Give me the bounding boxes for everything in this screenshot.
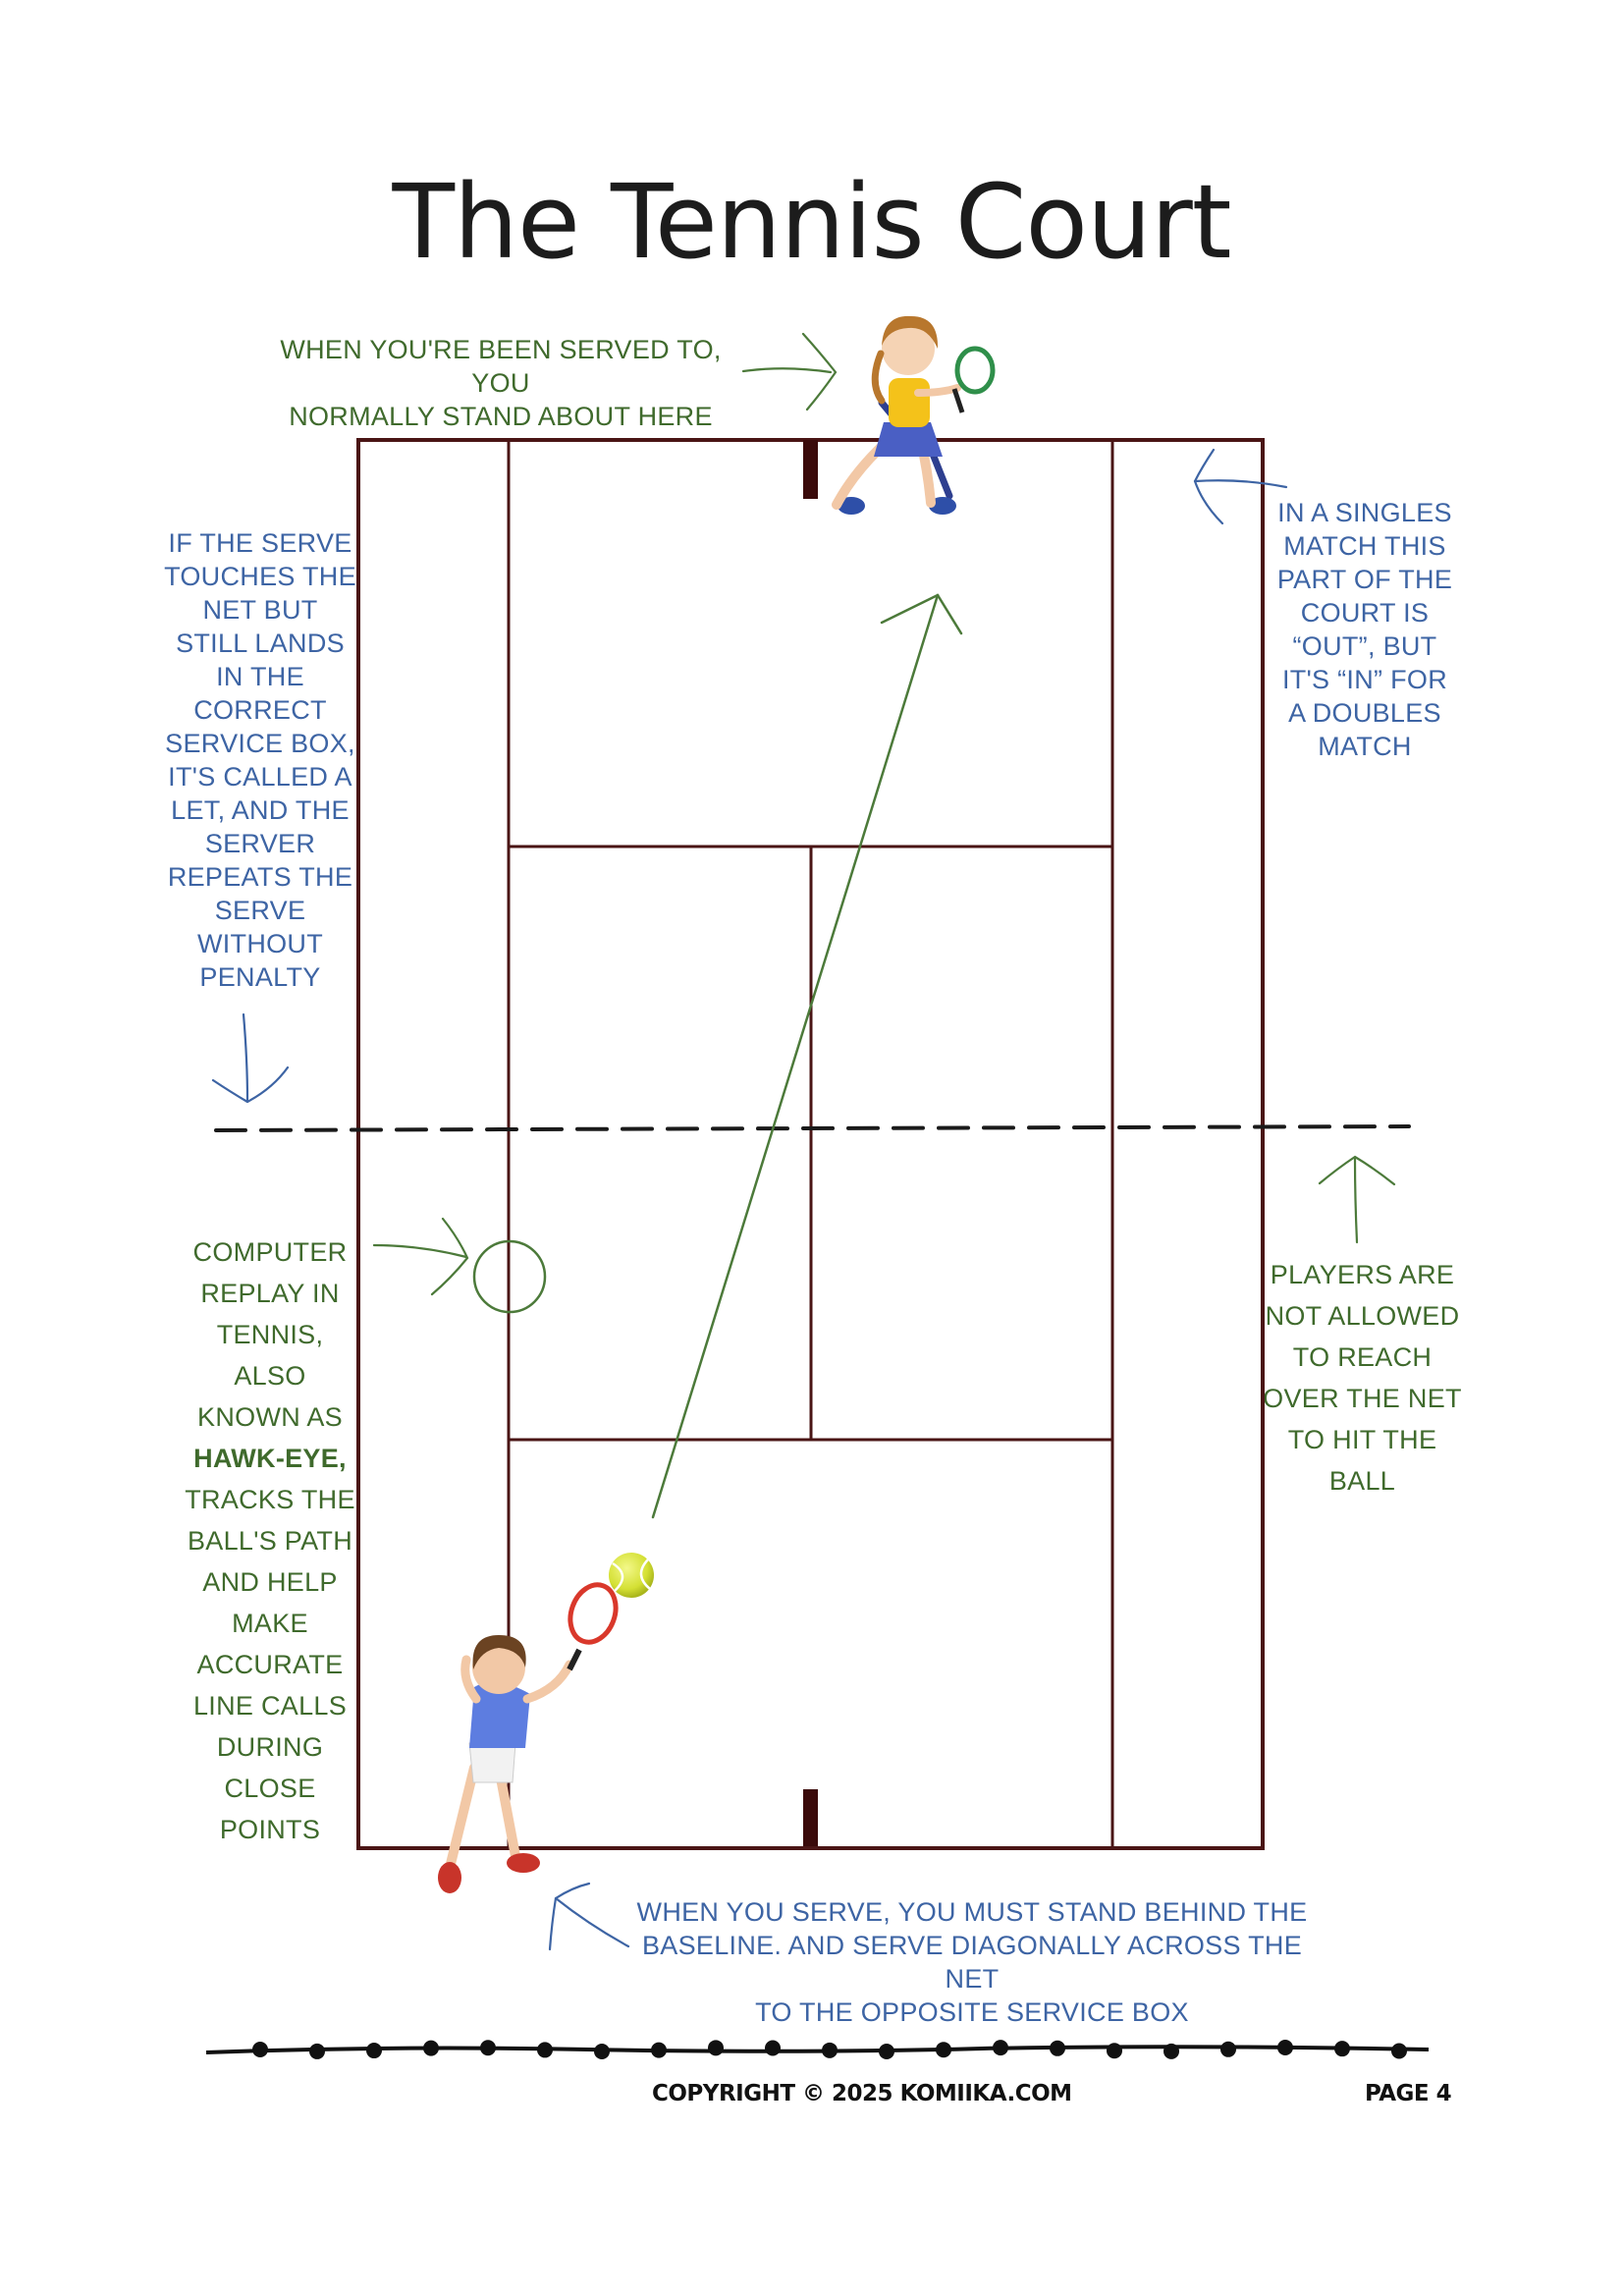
footer-dot — [822, 2042, 838, 2058]
note-line: CLOSE — [224, 1774, 316, 1803]
note-line: TO HIT THE — [1287, 1425, 1437, 1454]
note-line: BALL — [1328, 1466, 1396, 1496]
footer-dot — [1050, 2040, 1065, 2056]
boy-player-icon — [438, 1582, 619, 1893]
note-line: CORRECT — [193, 695, 327, 725]
center-mark-top — [803, 440, 818, 499]
footer-dot — [1334, 2041, 1350, 2057]
note-line: PART OF THE — [1276, 565, 1453, 594]
note-line: PLAYERS ARE — [1270, 1260, 1455, 1289]
note-line: SERVICE BOX, — [165, 729, 355, 758]
note-line: IT'S CALLED A — [168, 762, 352, 792]
arrow-to-net-let-icon — [211, 1012, 290, 1104]
note-line: NOT ALLOWED — [1265, 1301, 1460, 1331]
arrow-to-receiver-icon — [741, 332, 838, 411]
footer-dot — [594, 2043, 610, 2059]
note-line: IF THE SERVE — [168, 528, 352, 558]
note-line: TENNIS, — [216, 1320, 324, 1349]
note-doubles-alley: IN A SINGLES MATCH THIS PART OF THE COURT I… — [1262, 496, 1468, 763]
note-receive-position: WHEN YOU'RE BEEN SERVED TO, YOU NORMALLY… — [280, 335, 722, 431]
note-line: STILL LANDS — [176, 629, 345, 658]
note-line: “OUT”, BUT — [1292, 631, 1437, 661]
footer-dot — [1220, 2041, 1236, 2057]
hawk-eye-highlight: HAWK-EYE, — [193, 1444, 347, 1473]
tennis-court — [356, 438, 1265, 1850]
footer-dot — [936, 2042, 951, 2058]
footer-dot — [480, 2040, 496, 2056]
note-let-serve: IF THE SERVE TOUCHES THE NET BUT STILL LAND… — [157, 526, 363, 994]
tennis-ball-icon — [609, 1553, 654, 1598]
note-line: IT'S “IN” FOR — [1281, 665, 1448, 694]
note-line: LINE CALLS — [192, 1691, 348, 1721]
page-number: PAGE 4 — [1365, 2081, 1452, 2106]
note-line: A DOUBLES — [1288, 698, 1441, 728]
note-line: IN A SINGLES — [1277, 498, 1452, 527]
note-hawk-eye: COMPUTER REPLAY IN TENNIS, ALSO KNOWN AS HAWK… — [172, 1231, 368, 1850]
footer-dot — [651, 2042, 667, 2058]
note-line: PENALTY — [199, 962, 321, 992]
footer-dot — [366, 2043, 382, 2059]
arrow-to-doubles-alley-icon — [1193, 448, 1288, 525]
footer-dot — [537, 2042, 553, 2058]
footer-dot — [309, 2043, 325, 2059]
footer-dot — [1163, 2043, 1179, 2059]
arrow-to-baseline-icon — [548, 1882, 630, 1951]
note-line: MATCH — [1318, 732, 1412, 761]
note-line: AND HELP — [202, 1567, 338, 1597]
footer-dot — [1277, 2040, 1293, 2056]
net-line — [214, 1124, 1411, 1132]
serve-trajectory-arrow — [651, 593, 963, 1519]
note-line: SERVE — [214, 896, 306, 925]
note-line: MAKE — [232, 1609, 308, 1638]
note-line: WITHOUT — [196, 929, 324, 958]
footer-dot — [252, 2042, 268, 2057]
note-line: COURT IS — [1300, 598, 1430, 628]
note-line: POINTS — [219, 1815, 321, 1844]
footer-divider — [205, 2040, 1430, 2059]
note-line: TO REACH — [1292, 1342, 1433, 1372]
copyright-text: COPYRIGHT © 2025 KOMIIKA.COM — [652, 2081, 1072, 2106]
note-line: IN THE — [216, 662, 304, 691]
note-line: NET BUT — [202, 595, 318, 625]
note-line: OVER THE NET — [1263, 1384, 1462, 1413]
footer-dot — [708, 2040, 724, 2056]
footer-dot — [1107, 2043, 1122, 2059]
hawk-eye-circle — [472, 1239, 547, 1314]
note-line: TOUCHES THE — [164, 562, 356, 591]
note-line: DURING — [216, 1732, 324, 1762]
note-line: REPEATS THE — [167, 862, 353, 892]
note-line: LET, AND THE — [171, 795, 350, 825]
note-line: MATCH THIS — [1283, 531, 1446, 561]
page-title: The Tennis Court — [392, 162, 1232, 282]
note-line: COMPUTER — [192, 1237, 348, 1267]
footer-dot — [423, 2040, 439, 2056]
note-line: ACCURATE — [196, 1650, 344, 1679]
note-line: KNOWN AS — [197, 1402, 343, 1432]
footer-dot — [879, 2043, 894, 2059]
center-mark-bottom — [803, 1789, 818, 1846]
note-serve-rule: WHEN YOU SERVE, YOU MUST STAND BEHIND TH… — [636, 1897, 1308, 2027]
note-line: REPLAY IN — [200, 1279, 340, 1308]
footer-dot — [1391, 2043, 1407, 2059]
arrow-to-net-icon — [1318, 1155, 1396, 1244]
footer-dot — [765, 2040, 781, 2056]
note-line: SERVER — [204, 829, 316, 858]
arrow-to-hawk-eye-circle-icon — [372, 1217, 469, 1296]
girl-player-icon — [832, 315, 996, 515]
note-line: TRACKS THE — [185, 1485, 355, 1514]
note-line: ALSO — [234, 1361, 306, 1391]
note-line: BALL'S PATH — [187, 1526, 353, 1556]
note-net-reach: PLAYERS ARE NOT ALLOWED TO REACH OVER THE N… — [1257, 1254, 1468, 1502]
footer-dot — [993, 2040, 1008, 2056]
